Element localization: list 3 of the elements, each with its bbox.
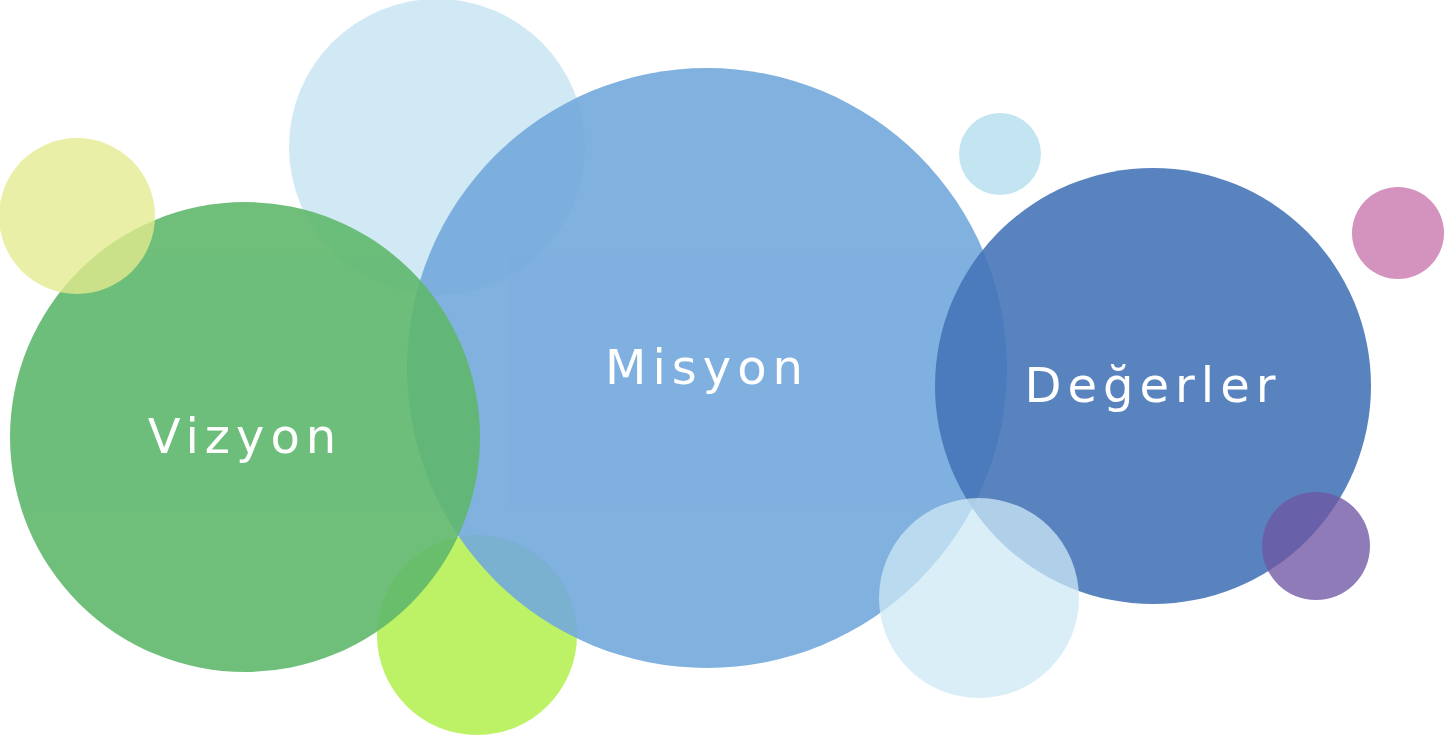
bubble-title: Vizyon (147, 408, 343, 466)
bubble-title: Misyon (605, 339, 809, 397)
bubble-title: Değerler (1024, 357, 1282, 415)
